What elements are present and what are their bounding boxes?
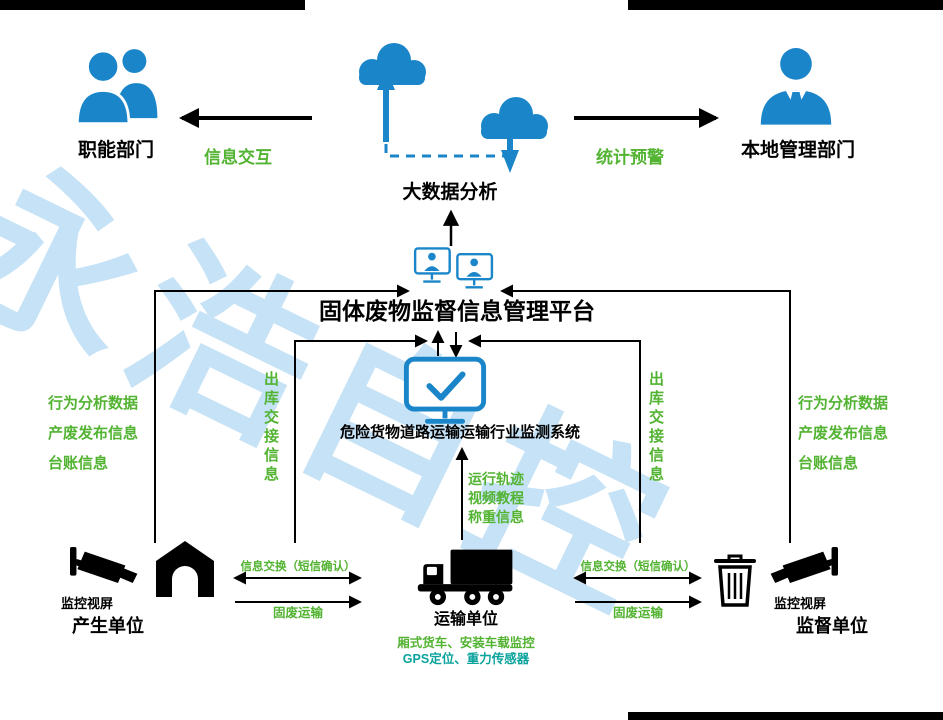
monitor-check-icon	[402, 356, 488, 426]
transport-name-label: 运输单位	[433, 611, 498, 628]
stat-warning-label: 统计预警	[596, 148, 664, 167]
left-data-2: 产废发布信息	[48, 425, 139, 442]
left-exchange-label: 信息交换（短信确认）	[240, 561, 356, 573]
left-data-3: 台账信息	[48, 455, 109, 472]
people-group-icon	[70, 36, 162, 134]
producer-name-label: 产生单位	[72, 616, 144, 636]
right-vertical-label: 出库交接信息	[647, 371, 664, 485]
line-supervisor-to-system	[468, 334, 641, 543]
left-haul-label: 固废运输	[272, 606, 323, 620]
truck-icon	[416, 543, 516, 609]
top-left-bar	[0, 0, 305, 10]
supervisor-monitor-label: 监控视屏	[773, 596, 826, 611]
manager-person-icon	[752, 36, 840, 134]
top-right-bar	[628, 0, 943, 10]
cctv-camera-right-icon	[766, 543, 838, 599]
info-exchange-label: 信息交互	[204, 148, 272, 167]
bottom-right-bar	[628, 712, 943, 720]
right-data-3: 台账信息	[798, 455, 859, 472]
functional-dept-label: 职能部门	[77, 140, 154, 161]
dual-monitors-icon	[413, 247, 495, 295]
line-supervisor-to-platform	[500, 284, 791, 543]
transport-note2-label: GPS定位、重力传感器	[402, 652, 530, 666]
cctv-camera-left-icon	[70, 543, 142, 599]
line-producer-to-platform	[154, 284, 410, 543]
left-data-1: 行为分析数据	[48, 395, 139, 412]
center-data-3: 称重信息	[468, 509, 524, 525]
right-data-2: 产废发布信息	[798, 425, 889, 442]
trash-bin-icon	[712, 551, 758, 609]
system-label: 危险货物道路运输运输行业监测系统	[339, 424, 580, 441]
platform-label: 固体废物监督信息管理平台	[319, 298, 595, 324]
center-data-2: 视频教程	[468, 490, 524, 506]
supervisor-name-label: 监督单位	[796, 616, 868, 636]
warehouse-icon	[152, 537, 218, 599]
transport-note1-label: 厢式货车、安装车载监控	[397, 636, 535, 650]
local-mgmt-label: 本地管理部门	[740, 140, 855, 161]
cloud-sync-icon	[350, 30, 555, 180]
big-data-label: 大数据分析	[402, 182, 498, 203]
producer-monitor-label: 监控视屏	[60, 596, 113, 611]
right-exchange-label: 信息交换（短信确认）	[580, 561, 696, 573]
right-haul-label: 固废运输	[612, 606, 663, 620]
right-data-1: 行为分析数据	[798, 395, 889, 412]
left-vertical-label: 出库交接信息	[262, 371, 279, 485]
center-data-1: 运行轨迹	[468, 471, 524, 487]
line-producer-to-system	[294, 334, 428, 543]
